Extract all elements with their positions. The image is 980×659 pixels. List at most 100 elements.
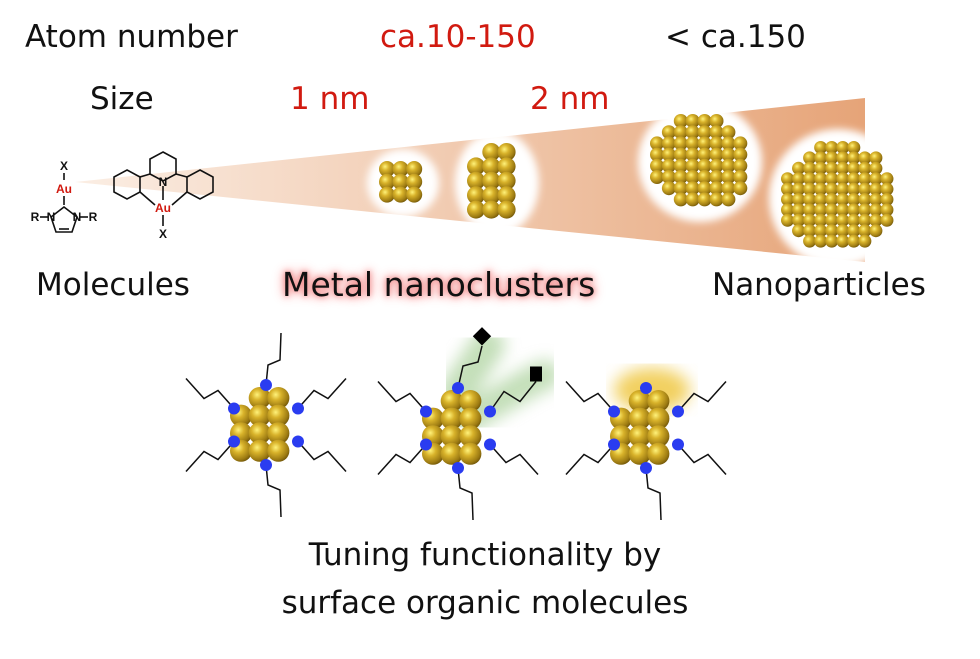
ligand-x-label: X xyxy=(159,227,167,241)
gold-atom xyxy=(628,442,651,465)
gold-atom xyxy=(792,172,806,186)
alkyl-chain xyxy=(565,444,615,476)
gold-atom xyxy=(248,422,271,445)
gold-atom xyxy=(248,404,271,427)
gold-atom xyxy=(721,170,736,184)
gold-atom xyxy=(836,193,850,206)
gold-atom xyxy=(733,136,748,151)
gold-atom xyxy=(661,158,676,173)
gold-atom xyxy=(379,173,395,190)
gold-atom xyxy=(406,186,423,203)
gold-atom xyxy=(628,425,651,448)
gold-atom xyxy=(709,125,724,140)
gold-atom xyxy=(628,390,651,412)
gold-atom xyxy=(858,213,872,227)
ligand-binding-site xyxy=(260,379,272,391)
gold-atom xyxy=(858,234,872,248)
gold-atom xyxy=(709,136,724,151)
alkyl-chain xyxy=(645,467,662,521)
gold-atom xyxy=(803,213,817,227)
gold-atom xyxy=(836,182,850,196)
gold-atom xyxy=(814,193,828,206)
gold-atom xyxy=(440,390,463,412)
gold-atom xyxy=(459,407,482,430)
nitrogen-label: N xyxy=(73,210,82,224)
gold-atom xyxy=(697,192,712,207)
gold-atom xyxy=(814,172,828,186)
nitrogen-label: N xyxy=(159,175,168,189)
gold-atom xyxy=(650,158,664,173)
alkyl-chain xyxy=(377,380,427,412)
gold-atom xyxy=(792,182,806,196)
diamond-functional-group xyxy=(472,327,492,346)
gold-atom xyxy=(869,224,883,238)
alkyl-chain xyxy=(185,441,235,473)
ligand-set xyxy=(185,332,347,518)
gold-atom xyxy=(661,181,676,196)
gold-atom xyxy=(685,170,700,184)
gold-atom xyxy=(685,136,700,151)
gold-atom xyxy=(814,182,828,196)
gold-atom xyxy=(869,203,883,217)
gold-atom xyxy=(467,157,485,176)
gold-atom xyxy=(803,234,817,248)
gold-atom xyxy=(847,203,861,217)
gold-atom xyxy=(673,114,688,128)
nanoclusters-label: Metal nanoclusters xyxy=(282,265,596,304)
ligand-set xyxy=(565,380,727,521)
square-functional-group xyxy=(530,366,542,382)
gold-atom xyxy=(733,158,748,173)
gold-atom xyxy=(709,192,724,207)
gold-atom xyxy=(673,192,688,207)
gold-atom xyxy=(697,114,712,128)
gold-atom xyxy=(697,125,712,140)
alkyl-chain xyxy=(457,345,483,389)
gold-atom xyxy=(379,161,395,177)
gold-atom xyxy=(248,387,271,409)
gold-atom xyxy=(803,182,817,196)
gold-atom xyxy=(803,151,817,165)
ligand-binding-site xyxy=(228,402,240,415)
gold-atom xyxy=(825,213,839,227)
gold-atom xyxy=(858,151,872,165)
ligand-binding-site xyxy=(608,438,620,451)
gold-atom xyxy=(858,224,872,238)
gold-atom xyxy=(697,136,712,151)
gold-atom xyxy=(406,173,423,190)
molecules-label: Molecules xyxy=(36,267,190,303)
size-label: Size xyxy=(90,81,154,117)
gold-atom xyxy=(697,170,712,184)
gold-atom xyxy=(869,172,883,186)
gold-atom xyxy=(858,172,872,186)
gold-atom xyxy=(697,158,712,173)
ligand-binding-site xyxy=(420,405,432,418)
gold-atom xyxy=(792,193,806,206)
gold-atom xyxy=(847,234,861,248)
gold-atom xyxy=(628,407,651,430)
gold-atom xyxy=(647,425,670,448)
gold-atom xyxy=(709,170,724,184)
gold-atom xyxy=(650,136,664,151)
gold-atom xyxy=(803,203,817,217)
gold-atom xyxy=(847,182,861,196)
nanocluster-1nm xyxy=(367,149,439,217)
gold-atom xyxy=(803,224,817,238)
alkyl-chain xyxy=(265,464,282,518)
ligand-set xyxy=(377,327,542,521)
ligand-binding-site xyxy=(484,438,496,451)
gold-atom xyxy=(467,200,485,219)
gold-atom xyxy=(836,213,850,227)
gold-atom xyxy=(673,181,688,196)
ligand-binding-site xyxy=(292,402,304,415)
ligand-binding-site xyxy=(228,435,240,448)
gold-atom xyxy=(814,141,828,154)
nitrogen-label: N xyxy=(47,210,56,224)
ligand-binding-site xyxy=(640,382,652,394)
gold-atom xyxy=(792,203,806,217)
gold-atom xyxy=(847,224,861,238)
gold-atom xyxy=(673,147,688,162)
gold-atom xyxy=(482,200,501,219)
gold-atom xyxy=(267,422,290,445)
